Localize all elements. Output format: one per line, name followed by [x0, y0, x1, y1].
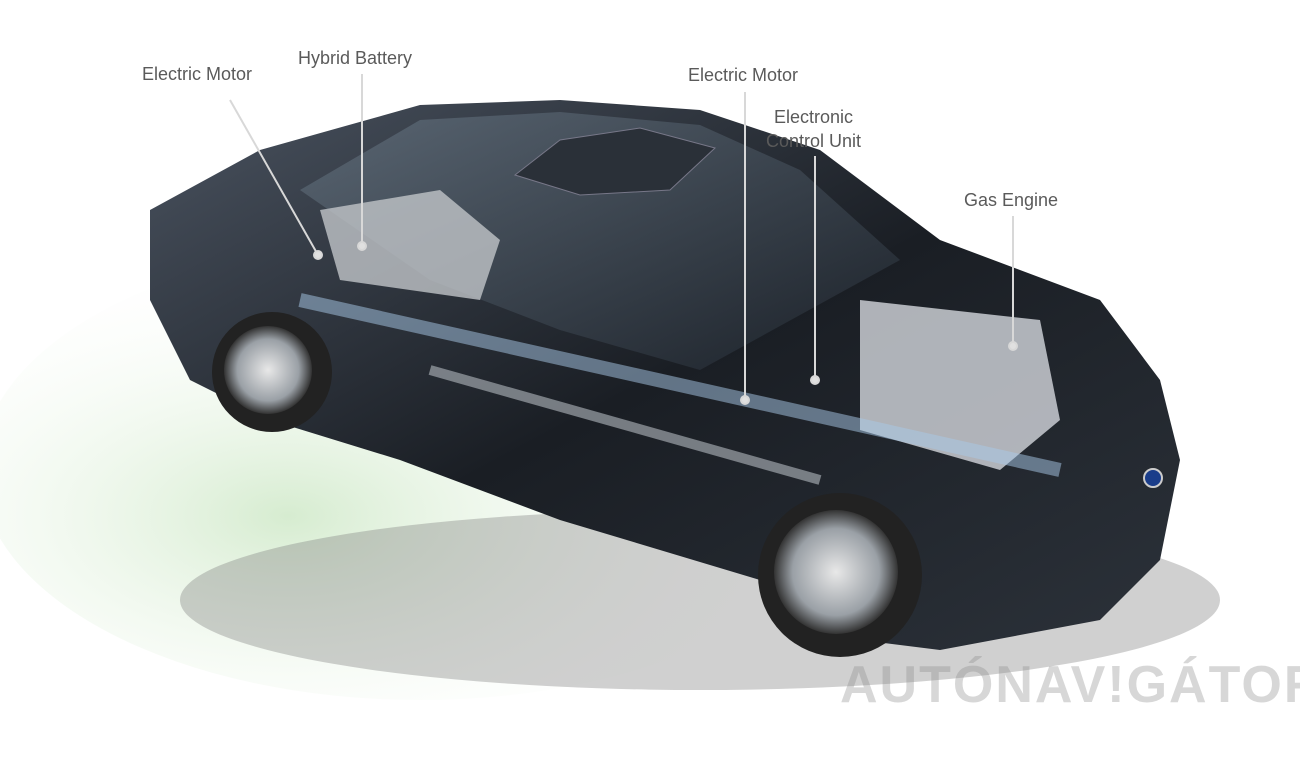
label-electric-motor-rear: Electric Motor — [142, 64, 253, 84]
car-body — [150, 100, 1180, 650]
rear-wheel — [212, 312, 332, 432]
ecu-line-1: Electronic — [774, 107, 854, 127]
label-gas-engine: Gas Engine — [964, 190, 1059, 210]
leader-lines — [229, 74, 1018, 405]
ecu-line-2: Control Unit — [766, 131, 862, 151]
label-hybrid-battery: Hybrid Battery — [298, 48, 413, 68]
lexus-emblem — [1143, 468, 1163, 488]
watermark: AUTÓNAV!GÁTOR.HU — [840, 656, 1300, 714]
label-electronic-control-unit: Electronic Control Unit — [766, 105, 861, 153]
label-electric-motor-front: Electric Motor — [688, 65, 799, 85]
front-wheel — [758, 493, 922, 657]
